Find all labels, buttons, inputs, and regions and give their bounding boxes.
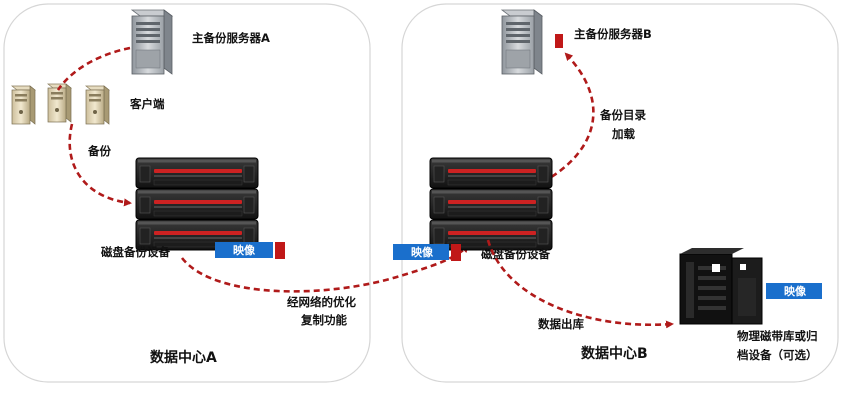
mirror-marker-a: [275, 242, 285, 259]
tape-label-line1: 物理磁带库或归: [737, 329, 818, 343]
disk-backup-device-a: [135, 157, 259, 251]
replication-arrow: [180, 244, 470, 293]
mirror-marker-b: [451, 244, 461, 261]
tape-label-line2: 档设备（可选）: [737, 348, 818, 362]
client-icon-1: [11, 85, 36, 125]
data-export-arrow: [486, 239, 674, 329]
mirror-badge-b-label: 映像: [411, 245, 434, 259]
mirror-badge-a: [215, 242, 273, 258]
catalog-label-line2: 加载: [611, 127, 635, 141]
datacenter-b-title: 数据中心B: [581, 345, 648, 362]
server-b-label: 主备份服务器B: [574, 27, 652, 41]
catalog-label-line1: 备份目录: [599, 108, 646, 122]
datacenter-a-title: 数据中心A: [150, 349, 217, 366]
mirror-badge-a-label: 映像: [233, 243, 256, 257]
server-icon-a: [131, 9, 173, 75]
mirror-badge-b: [393, 244, 449, 260]
disk-b-label: 磁盘备份设备: [481, 247, 550, 261]
backup-arrow: [68, 123, 132, 207]
replication-label-line2: 复制功能: [300, 313, 347, 327]
tape-library-icon: [679, 248, 763, 325]
tape-mirror-badge: [766, 283, 822, 299]
client-icon-3: [85, 85, 110, 125]
clients-label: 客户端: [129, 97, 165, 111]
replication-label-line1: 经网络的优化: [287, 295, 356, 309]
server-client-link: [56, 46, 131, 91]
catalog-load-arrow: [542, 52, 595, 184]
server-b-marker: [555, 34, 563, 48]
disk-backup-device-b: [429, 157, 553, 251]
backup-label: 备份: [87, 144, 111, 158]
server-icon-b: [501, 9, 543, 75]
tape-mirror-badge-label: 映像: [784, 284, 807, 298]
disk-a-label: 磁盘备份设备: [101, 245, 170, 259]
export-label: 数据出库: [538, 317, 584, 331]
server-a-label: 主备份服务器A: [192, 31, 270, 45]
